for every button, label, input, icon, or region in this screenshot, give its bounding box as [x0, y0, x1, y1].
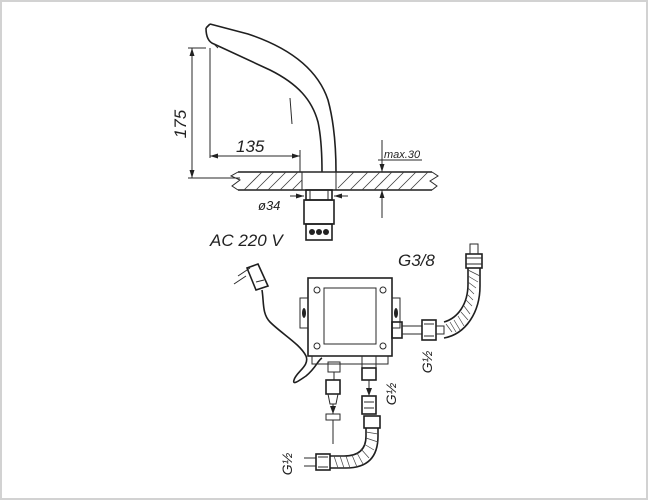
power-supply-label: AC 220 V: [209, 231, 284, 250]
right-inlet: [391, 243, 483, 341]
countertop: [229, 171, 439, 191]
control-box: [299, 277, 401, 373]
mounting-shank: [303, 189, 335, 241]
bottom-hose: [304, 415, 381, 471]
dimension-lines: [188, 47, 422, 218]
faucet-outline: [205, 23, 337, 173]
bottom-thread-label: G½: [279, 452, 295, 475]
height-dimension-label: 175: [171, 109, 190, 138]
power-plug: [233, 262, 323, 384]
reach-dimension-label: 135: [236, 137, 265, 156]
down-connector: [361, 367, 377, 415]
down-thread-label: G½: [383, 382, 399, 405]
diameter-label: ø34: [258, 198, 280, 213]
right-thread-label: G½: [419, 350, 435, 373]
max-thickness-label: max.30: [384, 149, 421, 161]
hose-thread-label: G3/8: [398, 251, 435, 270]
sensor-cable: [325, 372, 341, 444]
